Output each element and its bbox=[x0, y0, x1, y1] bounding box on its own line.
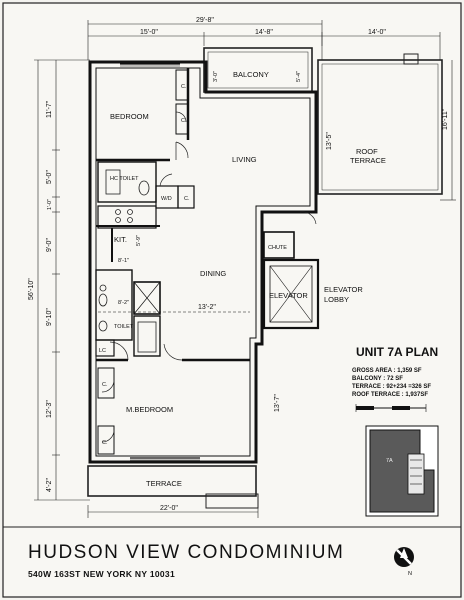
dim-top-right: 14'-0" bbox=[368, 29, 386, 36]
dim-left-6: 12'-3" bbox=[46, 400, 53, 418]
building-name: HUDSON VIEW CONDOMINIUM bbox=[28, 542, 344, 563]
keyplan: 7A bbox=[365, 425, 439, 517]
closet-bedroom-1: C. bbox=[181, 84, 187, 90]
room-hc-toilet: HC TOILET bbox=[110, 176, 139, 182]
room-roof-terrace-line2: TERRACE bbox=[350, 156, 386, 165]
dim-kitchen: 5'-9" bbox=[136, 235, 142, 246]
room-master-bedroom: M.BEDROOM bbox=[126, 405, 173, 414]
room-terrace: TERRACE bbox=[146, 479, 182, 488]
room-balcony: BALCONY bbox=[233, 70, 269, 79]
room-elevator-lobby-line1: ELEVATOR bbox=[324, 285, 363, 294]
door-swings bbox=[101, 111, 317, 443]
dim-terrace-depth: 13'-5" bbox=[326, 132, 333, 150]
closet-wd: C. bbox=[184, 196, 190, 202]
spec-gross-area: GROSS AREA : 1,359 SF bbox=[352, 368, 422, 374]
room-living: LIVING bbox=[232, 155, 257, 164]
building-address: 540W 163ST NEW YORK NY 10031 bbox=[28, 569, 175, 579]
dim-left-3: 1'-0" bbox=[47, 199, 53, 210]
dimension-lines bbox=[34, 20, 456, 518]
dim-left-1: 11'-7" bbox=[46, 100, 53, 118]
spec-terrace: TERRACE : 92+234 =326 SF bbox=[352, 384, 431, 390]
dim-dining-width: 13'-2" bbox=[198, 304, 216, 311]
scale-bar bbox=[355, 404, 427, 412]
closet-mbed-1: C. bbox=[102, 382, 108, 388]
closet-bedroom-2: C. bbox=[181, 118, 187, 124]
room-chute: CHUTE bbox=[268, 245, 287, 251]
dim-hall-width: 8'-2" bbox=[118, 300, 129, 306]
dim-hall-width-2: 8'-1" bbox=[118, 258, 129, 264]
dim-left-7: 4'-2" bbox=[46, 478, 53, 492]
dim-balcony-right: 5'-4" bbox=[296, 71, 302, 82]
closet-mbed-2: C. bbox=[102, 440, 108, 446]
room-wd: W/D bbox=[161, 196, 172, 202]
dim-mbed-depth: 13'-7" bbox=[274, 394, 281, 412]
dim-left-4: 9'-0" bbox=[46, 238, 53, 252]
spec-roof-terrace: ROOF TERRACE : 1,937SF bbox=[352, 392, 428, 398]
room-elevator: ELEVATOR bbox=[269, 291, 308, 300]
spec-balcony: BALCONY : 72 SF bbox=[352, 376, 403, 382]
dim-left-overall: 56'-10" bbox=[28, 278, 35, 300]
dim-bottom-overall: 22'-0" bbox=[160, 505, 178, 512]
north-label: N bbox=[408, 571, 412, 577]
dim-balcony-left: 3'-0" bbox=[213, 71, 219, 82]
dim-left-5: 9'-10" bbox=[46, 308, 53, 326]
dim-top-overall: 29'-8" bbox=[196, 17, 214, 24]
room-bedroom: BEDROOM bbox=[110, 112, 149, 121]
room-elevator-lobby-line2: LOBBY bbox=[324, 295, 349, 304]
dim-right-terrace: 16'-11" bbox=[442, 108, 449, 130]
dim-left-2: 5'-0" bbox=[46, 170, 53, 184]
room-kitchen: KIT. bbox=[114, 235, 127, 244]
fixtures bbox=[98, 169, 157, 353]
unit-walls bbox=[88, 60, 320, 464]
plan-title: UNIT 7A PLAN bbox=[356, 345, 438, 359]
room-dining: DINING bbox=[200, 269, 226, 278]
room-toilet: TOILET bbox=[114, 324, 134, 330]
keyplan-unit-label: 7A bbox=[386, 458, 393, 464]
dim-top-middle: 14'-8" bbox=[255, 29, 273, 36]
room-roof-terrace-line1: ROOF bbox=[356, 147, 378, 156]
room-lc: LC bbox=[99, 348, 106, 354]
dim-top-left: 15'-0" bbox=[140, 29, 158, 36]
north-arrow-icon: N bbox=[394, 547, 414, 577]
